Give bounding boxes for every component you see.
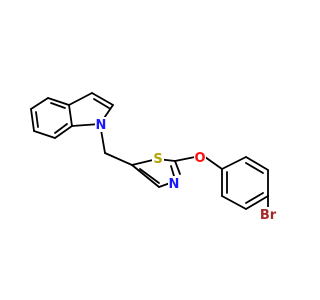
bond: [54, 123, 68, 134]
bond: [221, 195, 247, 210]
bond: [170, 165, 175, 177]
bond: [35, 111, 39, 128]
molecule-structure: N S N O Br: [30, 92, 278, 223]
bond: [30, 108, 35, 132]
bond: [221, 156, 247, 170]
atom-n-thiazole: N: [168, 176, 180, 192]
bond: [174, 160, 181, 175]
atom-label: N: [96, 118, 107, 133]
bond: [47, 97, 70, 106]
bond: [54, 125, 73, 139]
atom-label: N: [169, 177, 180, 192]
atom-label: Br: [260, 208, 277, 223]
bond: [139, 168, 160, 184]
atom-label: S: [153, 152, 162, 167]
atom-n-indole: N: [95, 117, 107, 133]
bond: [68, 104, 73, 127]
atom-label: O: [194, 151, 205, 166]
bond: [30, 97, 49, 110]
bond: [91, 92, 114, 106]
bond: [104, 152, 133, 166]
bonds: [30, 92, 269, 210]
atom-labels: N S N O Br: [95, 117, 278, 223]
bond: [245, 162, 264, 174]
bond: [245, 192, 264, 204]
bond: [93, 98, 110, 109]
bond: [245, 156, 269, 171]
atom-br: Br: [259, 207, 278, 223]
atom-o-ether: O: [194, 150, 206, 166]
bond: [50, 102, 66, 109]
bond: [245, 195, 269, 210]
bond: [204, 156, 223, 170]
bond: [131, 164, 160, 188]
bond: [174, 156, 196, 162]
bond: [33, 130, 56, 139]
atom-s-thiazole: S: [152, 151, 164, 167]
bond: [68, 92, 93, 106]
